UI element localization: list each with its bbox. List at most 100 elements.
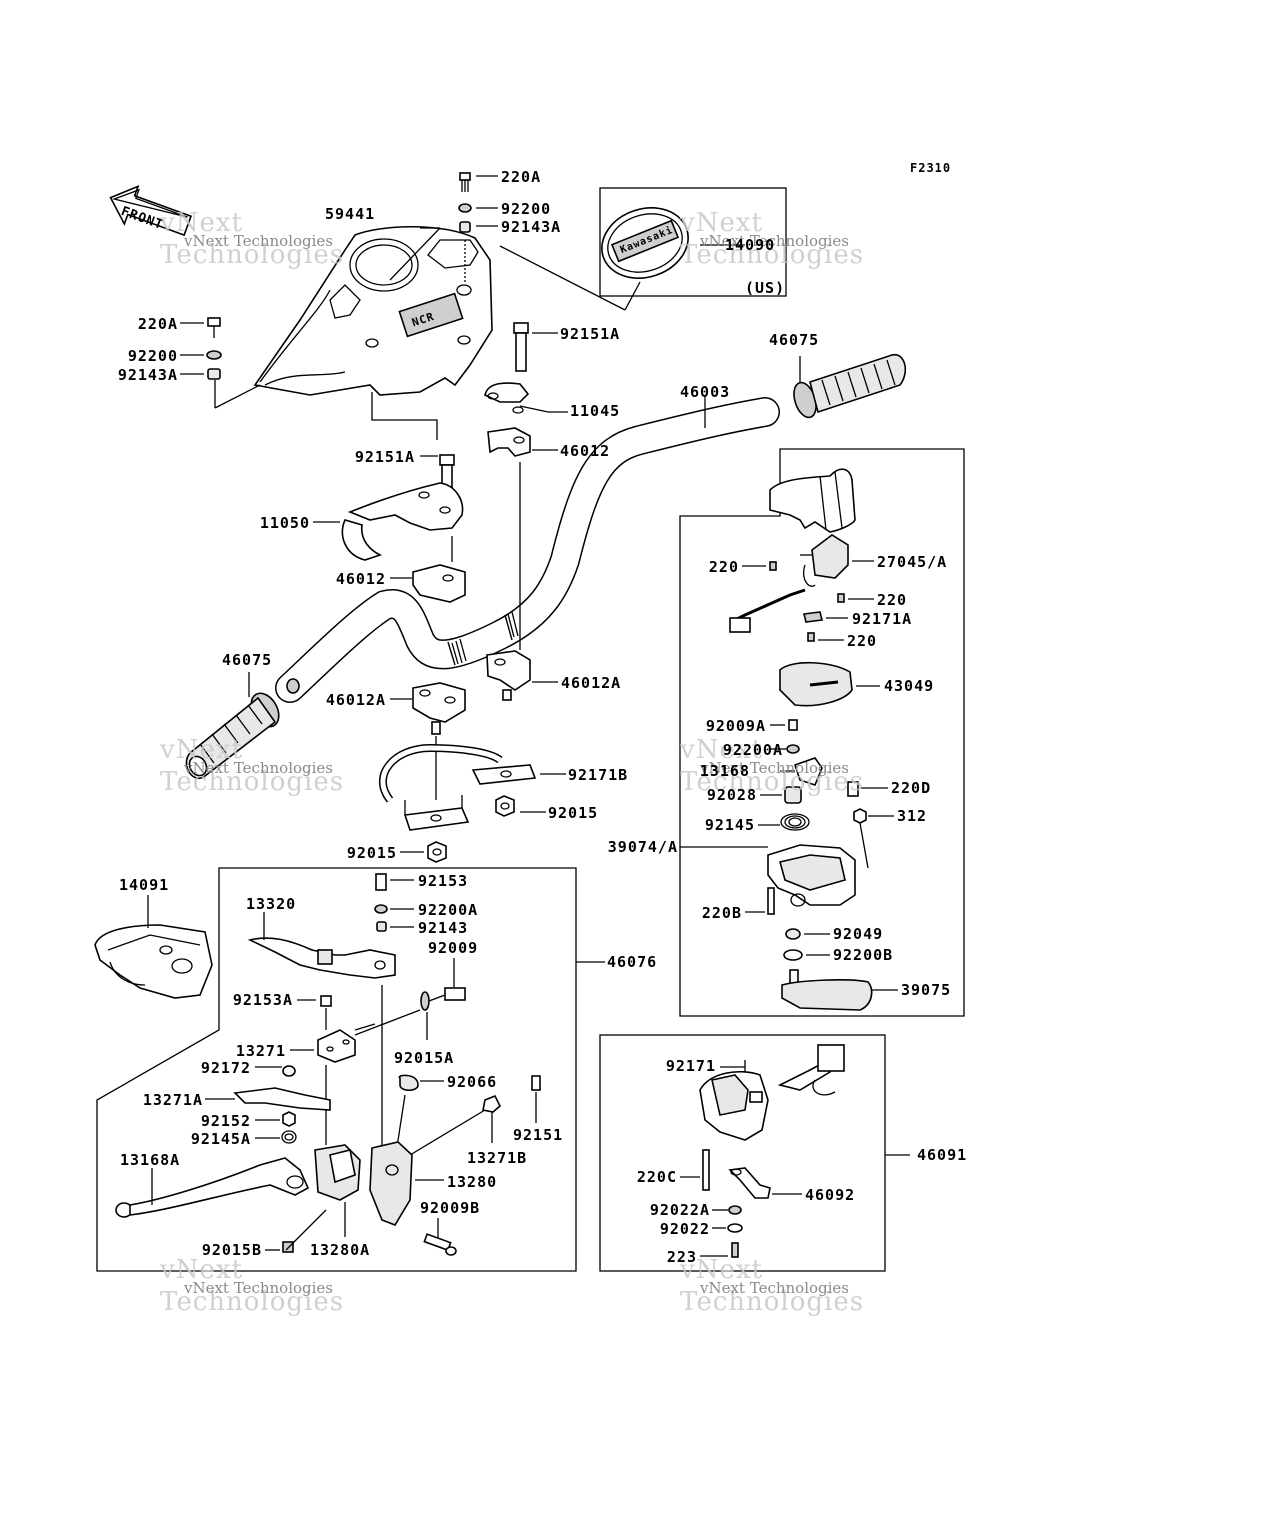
top-bolt-stack <box>458 172 472 282</box>
part-label[interactable]: 46012A <box>561 674 622 692</box>
part-label[interactable]: 46012 <box>335 570 386 588</box>
part-label[interactable]: 11045 <box>570 402 621 420</box>
part-label[interactable]: 92009A <box>705 717 766 735</box>
meter-cover <box>253 225 493 396</box>
part-label[interactable]: 92015 <box>548 804 599 822</box>
part-label[interactable]: 92171A <box>852 610 913 628</box>
part-label[interactable]: 92171B <box>568 766 629 784</box>
part-label[interactable]: 92022 <box>659 1220 710 1238</box>
part-label[interactable]: 13168 <box>699 762 750 780</box>
part-label[interactable]: 14090 <box>725 236 776 254</box>
part-label[interactable]: 39075 <box>901 981 952 999</box>
nut-92015-b <box>427 841 447 863</box>
part-label[interactable]: 92143 <box>418 919 469 937</box>
part-label[interactable]: 46012A <box>325 691 386 709</box>
part-label[interactable]: 92022A <box>649 1201 710 1219</box>
part-label[interactable]: 92015A <box>394 1049 455 1067</box>
part-label[interactable]: 92049 <box>833 925 884 943</box>
part-label[interactable]: 92200B <box>833 946 894 964</box>
throttle-switch <box>729 534 849 633</box>
emblem-box <box>599 187 787 297</box>
part-label[interactable]: 92171 <box>665 1057 716 1075</box>
part-label[interactable]: 220B <box>701 904 742 922</box>
part-label[interactable]: 92200A <box>722 741 783 759</box>
part-label[interactable]: 92015 <box>346 844 397 862</box>
part-label[interactable]: 220D <box>891 779 932 797</box>
throttle-lower-cover <box>779 661 853 707</box>
part-label[interactable]: 11050 <box>259 514 310 532</box>
switch-lever <box>728 1167 771 1199</box>
part-label[interactable]: 46012 <box>560 442 611 460</box>
bolt-92009B <box>423 1233 457 1256</box>
part-label[interactable]: 92009 <box>428 939 479 957</box>
part-label[interactable]: 46091 <box>917 1146 968 1164</box>
part-label[interactable]: 46075 <box>769 331 820 349</box>
part-label[interactable]: 220C <box>636 1168 677 1186</box>
lever-13168A <box>115 1157 310 1218</box>
plate-13271A <box>233 1087 331 1111</box>
holder-13280A <box>314 1144 361 1201</box>
part-label[interactable]: 92143A <box>117 366 178 384</box>
front-arrow <box>109 184 193 237</box>
part-label[interactable]: 27045/A <box>877 553 948 571</box>
part-label[interactable]: 14091 <box>119 876 170 894</box>
part-label[interactable]: 92151 <box>513 1126 564 1144</box>
part-label[interactable]: 13320 <box>246 895 297 913</box>
left-grip <box>185 692 280 779</box>
part-label[interactable]: 92153 <box>418 872 469 890</box>
left-clamp-stack <box>341 454 466 800</box>
part-label[interactable]: 13280 <box>447 1173 498 1191</box>
part-label[interactable]: 43049 <box>884 677 935 695</box>
throttle-cover <box>769 468 856 533</box>
part-label[interactable]: 312 <box>897 807 928 825</box>
part-label[interactable]: 92143A <box>501 218 562 236</box>
part-label[interactable]: 59441 <box>325 205 376 223</box>
left-bolt-stack <box>206 317 222 380</box>
part-label[interactable]: 92151A <box>354 448 415 466</box>
part-label[interactable]: 92066 <box>447 1073 498 1091</box>
figure-code: F2310 <box>910 161 952 175</box>
part-label[interactable]: 39074/A <box>607 838 678 856</box>
kawasaki-emblem <box>601 207 689 279</box>
bracket-13271 <box>317 1029 356 1063</box>
part-label[interactable]: 220 <box>708 558 739 576</box>
part-label[interactable]: 92009B <box>420 1199 481 1217</box>
spring-92145 <box>780 813 810 831</box>
part-label[interactable]: 220 <box>877 591 908 609</box>
right-grip <box>793 354 907 419</box>
throttle-lever <box>781 969 873 1011</box>
right-clamp-stack <box>484 322 531 701</box>
part-label[interactable]: 13271A <box>142 1091 203 1109</box>
part-label[interactable]: 92145 <box>704 816 755 834</box>
part-label[interactable]: 46075 <box>222 651 273 669</box>
part-label[interactable]: 92200 <box>127 347 178 365</box>
part-label[interactable]: 92200A <box>418 901 479 919</box>
part-label[interactable]: 13271B <box>467 1149 528 1167</box>
part-label[interactable]: 220 <box>847 632 878 650</box>
part-label[interactable]: 13271 <box>235 1042 286 1060</box>
part-label[interactable]: 13280A <box>310 1241 371 1259</box>
adjuster-92009 <box>420 987 466 1011</box>
part-label[interactable]: 46003 <box>680 383 731 401</box>
throttle-assembly-box <box>679 448 965 1017</box>
switch-assembly-box <box>599 1034 886 1272</box>
part-label[interactable]: 92028 <box>706 786 757 804</box>
part-label[interactable]: 92145A <box>190 1130 251 1148</box>
part-label[interactable]: 46076 <box>607 953 658 971</box>
part-label[interactable]: 92015B <box>201 1241 262 1259</box>
part-label[interactable]: 92200 <box>501 200 552 218</box>
part-label[interactable]: 92151A <box>560 325 621 343</box>
throttle-housing <box>767 844 856 915</box>
part-label[interactable]: 92172 <box>200 1059 251 1077</box>
part-label[interactable]: 220A <box>137 315 178 333</box>
part-label[interactable]: 223 <box>666 1248 697 1266</box>
part-label[interactable]: 46092 <box>805 1186 856 1204</box>
lever-13320 <box>247 937 396 979</box>
cover-14091 <box>94 924 213 999</box>
part-label[interactable]: 92153A <box>232 991 293 1009</box>
part-label[interactable]: 220A <box>501 168 542 186</box>
part-label[interactable]: 13168A <box>120 1151 181 1169</box>
part-label[interactable]: 92152 <box>200 1112 251 1130</box>
